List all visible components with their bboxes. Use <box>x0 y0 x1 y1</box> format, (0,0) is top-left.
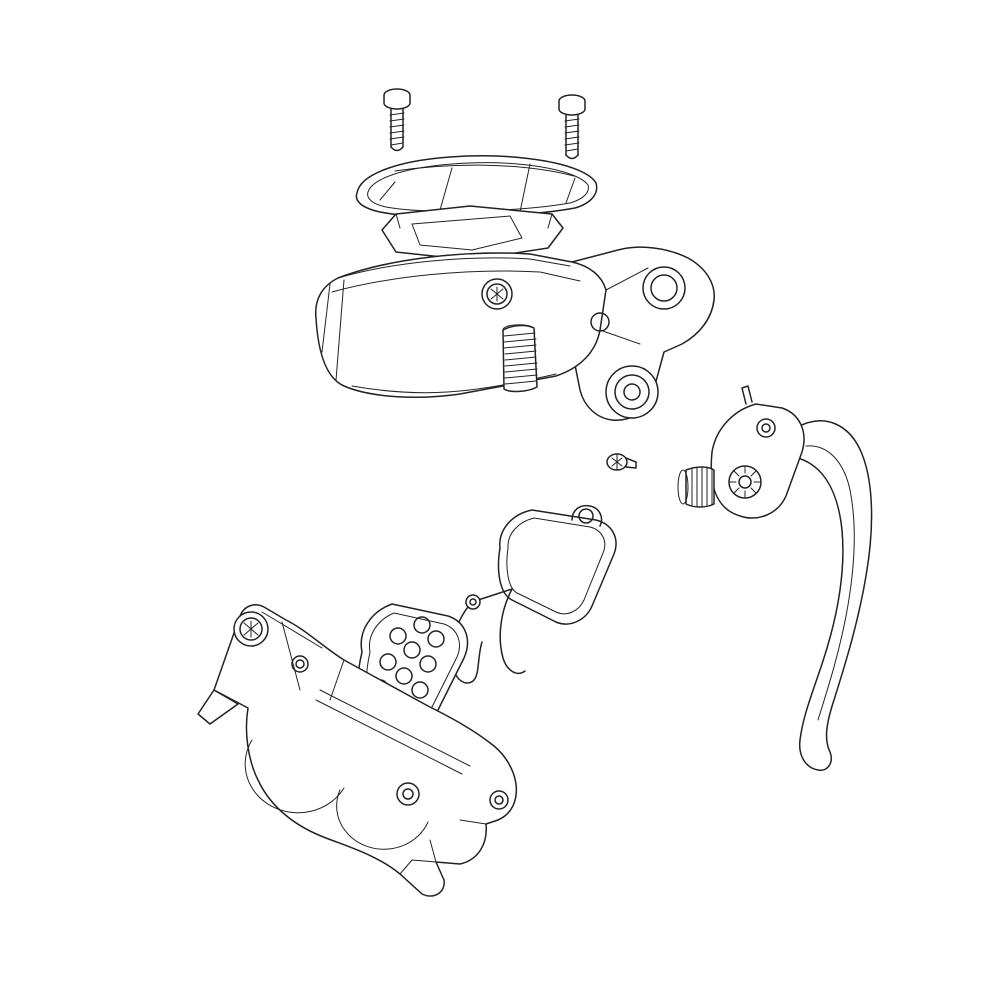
barrel-adjuster <box>502 324 538 393</box>
reservoir-diaphragm <box>381 205 564 261</box>
contact-adjust-dial <box>728 465 762 499</box>
lever-blade <box>677 385 873 771</box>
reservoir-cover <box>355 155 598 218</box>
reservoir-cover-bolts <box>383 88 586 160</box>
reach-adjust-knob <box>677 466 715 508</box>
bleed-screw <box>606 453 637 471</box>
caliper-body <box>197 604 518 897</box>
